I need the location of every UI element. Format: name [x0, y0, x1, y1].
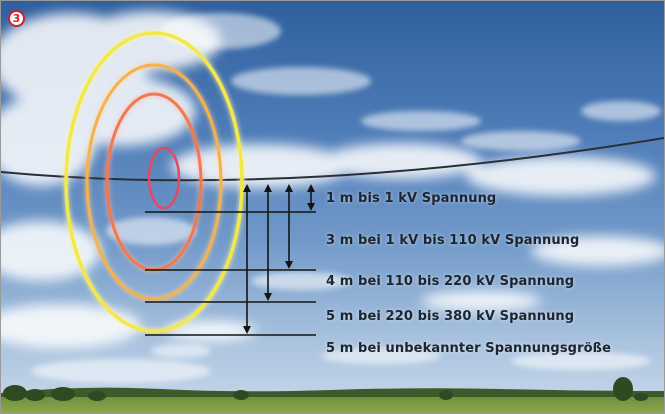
- distance-arrows: [243, 184, 315, 334]
- label-distance-3: 4 m bei 110 bis 220 kV Spannung: [326, 274, 575, 289]
- ring-outer: [64, 31, 244, 333]
- ring-2: [85, 63, 223, 301]
- label-distance-1: 1 m bis 1 kV Spannung: [326, 191, 497, 206]
- distance-lines: [145, 211, 316, 336]
- arrow-5m: [243, 184, 251, 334]
- label-distance-2: 3 m bei 1 kV bis 110 kV Spannung: [326, 233, 580, 248]
- circled-number-icon: 3: [8, 10, 25, 27]
- arrow-1m: [307, 184, 315, 211]
- label-distance-5: 5 m bei unbekannter Spannungsgröße: [326, 341, 611, 356]
- arrow-3m: [285, 184, 293, 269]
- ring-inner: [147, 146, 181, 210]
- arrow-4m: [264, 184, 272, 301]
- label-distance-4: 5 m bei 220 bis 380 kV Spannung: [326, 309, 575, 324]
- landscape: [1, 377, 664, 413]
- power-line-cable: [1, 137, 664, 182]
